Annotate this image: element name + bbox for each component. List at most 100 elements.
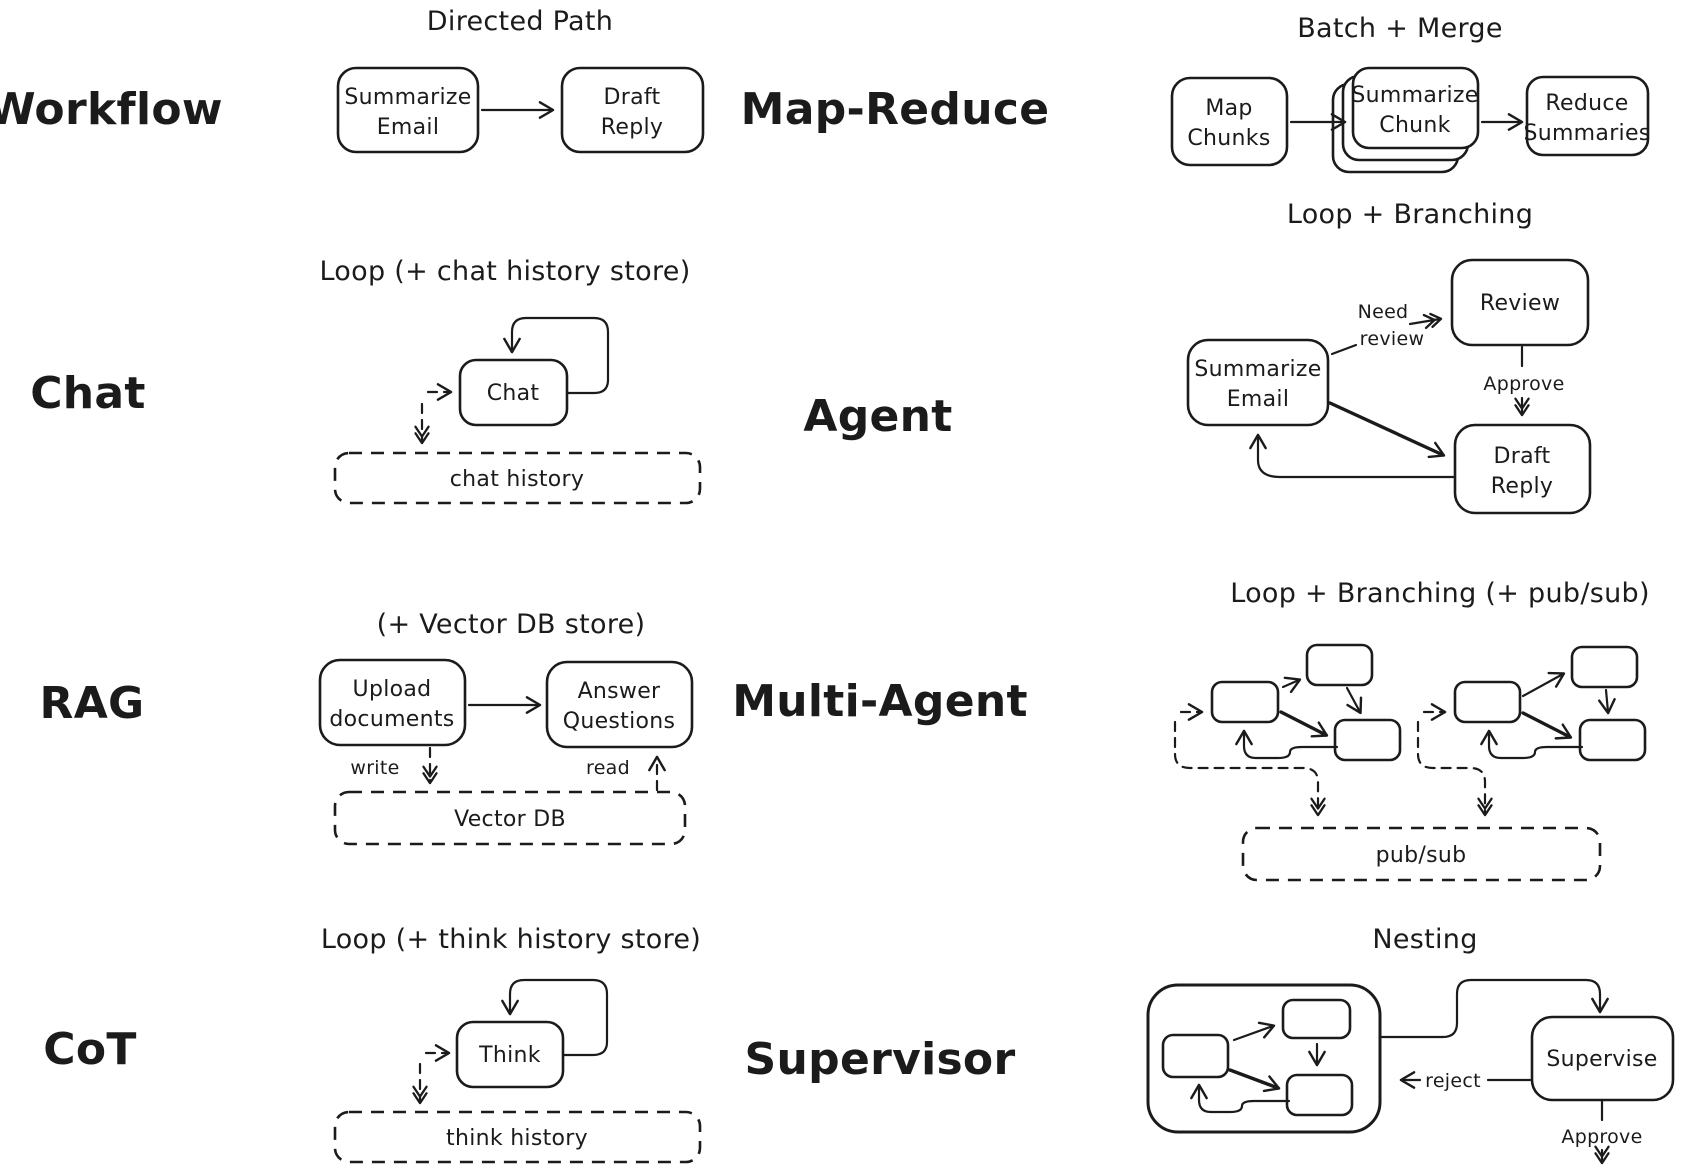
workflow-summarize-email-label-line1: Summarize — [344, 85, 471, 110]
upload-documents-node — [318, 658, 467, 747]
think-history-store — [333, 1110, 702, 1164]
cluster1-left-to-top-arrow — [1281, 676, 1302, 694]
chat-node — [458, 358, 569, 427]
map-chunks-label-line1: Map — [1205, 96, 1252, 121]
workflow-pattern-title: Directed Path — [427, 6, 613, 37]
section-map-reduce: Map-Reduce Batch + Merge Map Chunks Summ… — [741, 13, 1650, 174]
think-node-label: Think — [478, 1043, 541, 1068]
write-edge-label: write — [350, 757, 399, 779]
agent-review-node — [1450, 258, 1590, 347]
agent-review-label: Review — [1480, 291, 1560, 316]
vector-db-store-label: Vector DB — [454, 807, 566, 832]
agent-summarize-email-label-line2: Email — [1227, 387, 1290, 412]
nested-left-to-bottom-arrow — [1228, 1068, 1281, 1093]
answer-questions-node — [545, 660, 694, 749]
nested-loop-back-arrow — [1190, 1083, 1291, 1114]
chat-pattern-title: Loop (+ chat history store) — [319, 256, 690, 287]
map-chunks-node — [1170, 76, 1289, 167]
multi-agent-cluster-2 — [1416, 645, 1647, 817]
cluster1-top-to-bottom-arrow — [1345, 686, 1363, 715]
agent-section-label: Agent — [803, 391, 952, 442]
agent-pattern-title: Loop + Branching — [1287, 199, 1533, 230]
summarize-to-draft-arrow — [1328, 401, 1446, 459]
nested-left-node — [1161, 1033, 1230, 1079]
cluster1-left-node — [1210, 680, 1280, 724]
section-rag: RAG (+ Vector DB store) Upload documents… — [40, 609, 694, 846]
summarize-chunk-label-line1: Summarize — [1351, 83, 1478, 108]
multi-agent-cluster-1 — [1173, 643, 1402, 817]
map-chunks-label-line2: Chunks — [1187, 126, 1270, 151]
need-review-arrow — [1408, 312, 1443, 330]
section-supervisor: Supervisor Nesting Supervise reject Appr… — [745, 924, 1675, 1165]
agent-draft-reply-node — [1453, 423, 1592, 515]
rag-section-label: RAG — [40, 678, 145, 729]
section-agent: Agent Loop + Branching Review Summarize … — [803, 199, 1592, 515]
chat-self-loop-arrow — [503, 316, 610, 395]
need-review-leader-line — [1330, 343, 1358, 356]
upload-documents-label-line2: documents — [329, 707, 454, 732]
agent-draft-reply-label-line2: Reply — [1491, 474, 1553, 499]
chat-history-store — [333, 451, 702, 505]
cluster2-left-node — [1453, 680, 1522, 724]
vector-db-store — [333, 790, 687, 846]
chat-section-label: Chat — [30, 368, 146, 419]
workflow-draft-reply-label-line2: Reply — [601, 115, 663, 140]
multi-agent-pattern-title: Loop + Branching (+ pub/sub) — [1230, 578, 1650, 609]
agent-summarize-email-label-line1: Summarize — [1194, 357, 1321, 382]
cluster2-top-node — [1570, 645, 1639, 689]
chat-node-label: Chat — [487, 381, 540, 406]
think-history-store-label: think history — [446, 1126, 588, 1151]
nested-bottom-node — [1285, 1073, 1354, 1117]
need-review-edge-label-line1: Need — [1358, 301, 1409, 323]
map-reduce-section-label: Map-Reduce — [741, 84, 1050, 135]
cluster1-bottom-node — [1333, 718, 1402, 762]
section-cot: CoT Loop (+ think history store) Think t… — [43, 924, 702, 1164]
section-multi-agent: Multi-Agent Loop + Branching (+ pub/sub) — [732, 578, 1650, 882]
workflow-draft-reply-label-line1: Draft — [604, 85, 661, 110]
summarize-chunk-node — [1351, 66, 1480, 150]
chat-history-store-label: chat history — [450, 467, 584, 492]
pubsub-store-label: pub/sub — [1376, 843, 1467, 868]
cot-section-label: CoT — [43, 1024, 136, 1075]
workflow-section-label: Workflow — [0, 84, 223, 135]
workflow-summarize-email-node — [336, 66, 480, 154]
workflow-draft-reply-node — [560, 66, 705, 154]
agent-summarize-email-node — [1186, 338, 1330, 427]
cluster2-top-to-bottom-arrow — [1598, 688, 1616, 715]
think-node — [455, 1020, 565, 1089]
upload-documents-label-line1: Upload — [353, 677, 432, 702]
reduce-summaries-label-line1: Reduce — [1545, 91, 1628, 116]
cluster2-bottom-node — [1578, 718, 1647, 762]
multi-agent-section-label: Multi-Agent — [732, 676, 1028, 727]
section-chat: Chat Loop (+ chat history store) Chat ch… — [30, 256, 702, 505]
cluster1-loop-back-arrow — [1235, 729, 1339, 760]
rag-pattern-title: (+ Vector DB store) — [377, 609, 646, 640]
answer-questions-label-line2: Questions — [563, 709, 676, 734]
agent-draft-reply-label-line1: Draft — [1494, 444, 1551, 469]
answer-questions-label-line1: Answer — [578, 679, 661, 704]
summarize-chunk-label-line2: Chunk — [1379, 113, 1450, 138]
section-workflow: Workflow Directed Path Summarize Email D… — [0, 6, 705, 154]
reduce-summaries-label-line2: Summaries — [1523, 121, 1650, 146]
cluster2-loop-back-arrow — [1480, 729, 1584, 760]
cluster2-left-to-bottom-arrow — [1521, 711, 1573, 740]
draft-to-summarize-return-arrow — [1249, 433, 1457, 479]
cluster2-left-to-top-arrow — [1521, 671, 1566, 698]
reject-edge-label: reject — [1425, 1070, 1481, 1092]
map-reduce-pattern-title: Batch + Merge — [1297, 13, 1503, 44]
cluster2-to-pubsub-dashed-arrow — [1416, 720, 1493, 817]
supervisor-pattern-title: Nesting — [1372, 924, 1477, 955]
cluster1-to-pubsub-dashed-arrow — [1173, 720, 1326, 817]
supervisor-section-label: Supervisor — [745, 1034, 1016, 1085]
nested-left-to-top-arrow — [1232, 1021, 1276, 1042]
reduce-summaries-node — [1525, 75, 1650, 157]
pubsub-store — [1241, 826, 1602, 882]
approve-edge-label: Approve — [1483, 373, 1564, 395]
think-self-loop-arrow — [501, 978, 609, 1057]
cluster1-left-to-bottom-arrow — [1279, 710, 1329, 738]
supervisor-approve-edge-label: Approve — [1561, 1126, 1642, 1148]
cluster1-top-node — [1305, 643, 1374, 687]
workflow-summarize-email-label-line2: Email — [377, 115, 440, 140]
